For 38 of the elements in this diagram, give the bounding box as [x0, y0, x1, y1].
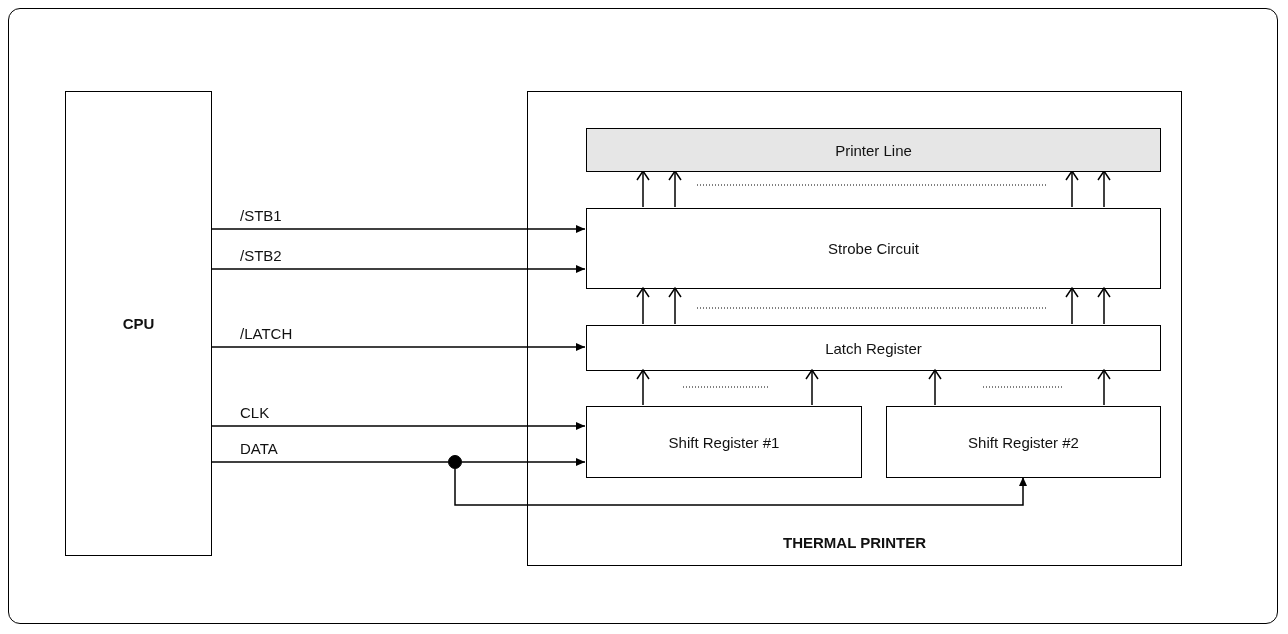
signal-arrow [805, 369, 819, 406]
signal-arrow [211, 225, 586, 233]
signal-label: /LATCH [240, 325, 293, 342]
signal-arrow [636, 369, 650, 406]
signal-arrow [1097, 170, 1111, 208]
block-box [65, 91, 212, 556]
block-box [586, 325, 1161, 371]
block-box [886, 406, 1161, 478]
signal-label: /STB2 [240, 247, 282, 264]
block-label: THERMAL PRINTER [782, 534, 927, 551]
junction-dot [448, 455, 462, 469]
block-label: Shift Register #1 [668, 433, 780, 451]
signal-arrow [1097, 287, 1111, 325]
signal-arrow [668, 170, 682, 208]
block-label: CPU [122, 315, 155, 332]
signal-arrow [211, 343, 586, 351]
block-box [586, 208, 1161, 289]
signal-label: DATA [240, 440, 278, 457]
signal-arrow [211, 422, 586, 430]
block-box [527, 91, 1182, 566]
signal-arrow [668, 287, 682, 325]
block-box [586, 406, 862, 478]
signal-arrow [636, 287, 650, 325]
signal-arrow [211, 265, 586, 273]
signal-arrow [461, 458, 586, 466]
signal-label: CLK [240, 404, 270, 421]
signal-arrow [454, 468, 1027, 506]
signal-arrow [636, 170, 650, 208]
signal-label: /STB1 [240, 207, 282, 224]
signal-arrow [1065, 170, 1079, 208]
block-box [586, 128, 1161, 172]
block-label: Printer Line [835, 141, 912, 159]
signal-arrow [1065, 287, 1079, 325]
signal-arrow [1097, 369, 1111, 406]
signal-arrow [928, 369, 942, 406]
block-label: Strobe Circuit [828, 240, 919, 257]
block-label: Latch Register [825, 339, 922, 357]
block-label: Shift Register #2 [968, 433, 1079, 451]
